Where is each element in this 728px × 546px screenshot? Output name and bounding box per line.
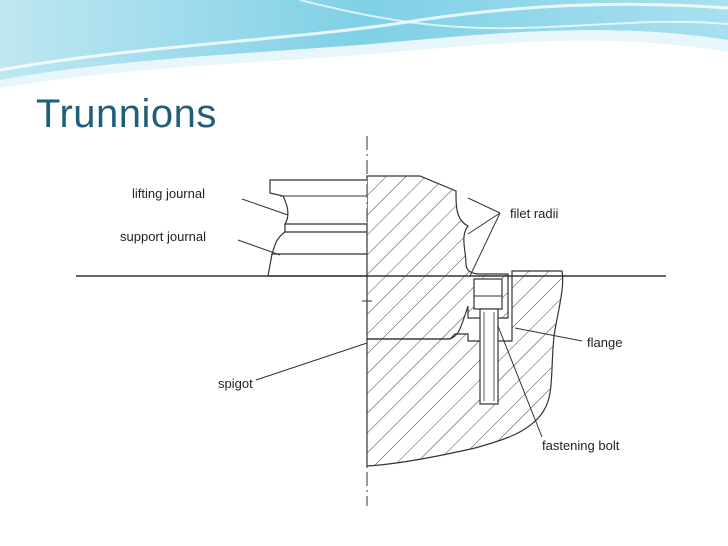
label-fastening-bolt: fastening bolt [542, 438, 620, 453]
label-filet-radii: filet radii [510, 206, 559, 221]
label-flange: flange [587, 335, 622, 350]
bolt-hole [473, 278, 503, 310]
housing-section-hatched [366, 270, 564, 467]
label-lifting-journal: lifting journal [132, 186, 205, 201]
trunnion-diagram: lifting journal support journal spigot f… [70, 136, 672, 506]
lifting-journal-outline [269, 179, 367, 225]
label-support-journal: support journal [120, 229, 206, 244]
fastening-bolt-shank [479, 308, 499, 405]
header-wave-banner [0, 0, 728, 88]
label-spigot: spigot [218, 376, 253, 391]
slide-title: Trunnions [36, 92, 217, 136]
trunnion-section-hatched [366, 175, 509, 340]
